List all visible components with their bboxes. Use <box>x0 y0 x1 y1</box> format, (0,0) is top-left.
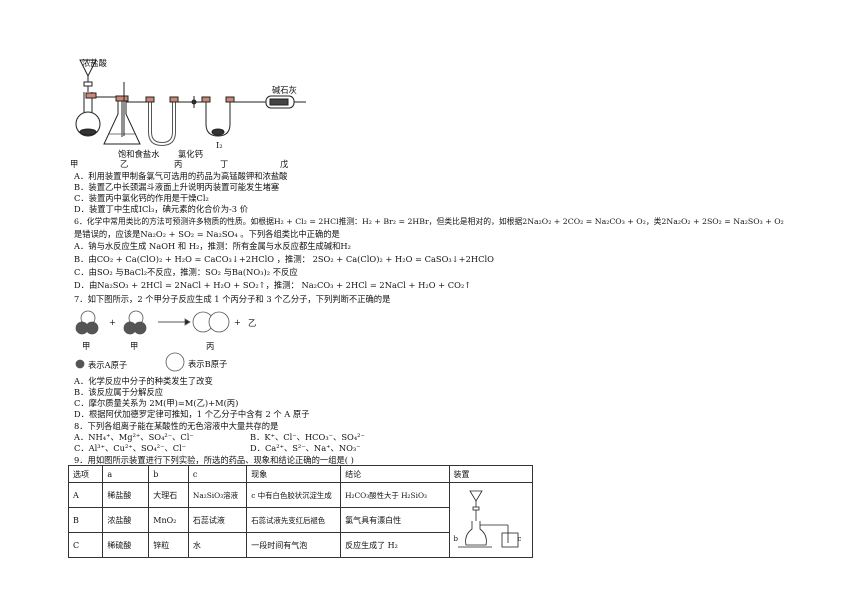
cell-option: B <box>67 507 104 533</box>
q7-stem: 7．如下图所示，2 个甲分子反应生成 1 个丙分子和 3 个乙分子，下列判断不正… <box>74 294 391 304</box>
q5-option-a: A．利用装置甲制备氯气可选用的药品为高锰酸钾和浓盐酸 <box>74 171 288 181</box>
cell-a: 稀硫酸 <box>102 532 150 558</box>
q7-label-yi: 乙 <box>248 318 257 328</box>
cell-phenomenon: c 中有白色胶状沉淀生成 <box>246 482 342 508</box>
table-row: B 浓盐酸 MnO₂ 石蕊试液 石蕊试液先变红后褪色 氯气具有漂白性 <box>67 507 533 533</box>
legend-a-atom <box>75 359 85 369</box>
label-jia: 甲 <box>70 159 79 169</box>
table-header-row: 选项 a b c 现象 结论 装置 <box>67 465 534 483</box>
q7-label-bing: 丙 <box>206 341 215 351</box>
cell-a: 稀盐酸 <box>102 482 150 508</box>
cell-option: A <box>67 482 104 508</box>
q8-option-b: B．K⁺、Cl⁻、HCO₃⁻、SO₄²⁻ <box>250 432 365 442</box>
label-sat-nacl: 饱和食盐水 <box>118 149 160 159</box>
q6-option-c: C．由SO₂ 与BaCl₂不反应，推测：SO₂ 与Ba(NO₃)₂ 不反应 <box>74 267 298 277</box>
cell-c: 水 <box>187 532 248 558</box>
q9-stem: 9．用如图所示装置进行下列实验，所选的药品、现象和结论正确的一组是( ) <box>74 455 354 465</box>
label-yi: 乙 <box>120 159 129 169</box>
cell-c: Na₂SiO₃溶液 <box>187 482 248 508</box>
device-cell: b c <box>448 482 534 558</box>
apparatus-drawing <box>75 59 306 147</box>
bing-b-atom <box>208 311 230 333</box>
q7-option-b: B．该反应属于分解反应 <box>74 387 164 397</box>
label-soda-lime: 碱石灰 <box>272 85 297 95</box>
header-c: c <box>187 465 248 483</box>
q6-option-a: A．钠与水反应生成 NaOH 和 H₂，推测：所有金属与水反应都生成碱和H₂ <box>74 241 351 251</box>
q6-option-d: D．由Na₂SO₃ + 2HCl = 2NaCl + H₂O + SO₂↑，推测… <box>74 280 472 290</box>
q7-legend-a: 表示A原子 <box>88 360 128 370</box>
q6-option-b: B．由CO₂ + Ca(ClO)₂ + H₂O = CaCO₃↓+2HClO ，… <box>74 254 494 264</box>
q7-molecule-diagram: + + 乙 甲 甲 丙 表示A原子 表示B原子 <box>72 304 262 374</box>
q7-label-jia-2: 甲 <box>130 341 139 351</box>
cell-b: MnO₂ <box>148 507 189 533</box>
label-i2: I₂ <box>216 140 223 150</box>
label-cacl2: 氯化钙 <box>178 149 203 159</box>
header-conclusion: 结论 <box>340 465 450 483</box>
q7-option-a: A．化学反应中分子的种类发生了改变 <box>74 376 213 386</box>
label-hcl: 浓盐酸 <box>82 58 107 68</box>
cell-c: 石蕊试液 <box>187 507 248 533</box>
device-label-b: b <box>453 535 459 543</box>
header-phenomenon: 现象 <box>246 465 342 483</box>
q5-option-b: B．装置乙中长颈漏斗液面上升说明丙装置可能发生堵塞 <box>74 182 280 192</box>
cell-conclusion: H₂CO₃酸性大于 H₂SiO₃ <box>340 482 450 508</box>
cell-b: 大理石 <box>148 482 189 508</box>
table-row: C 稀硫酸 锌粒 水 一段时间有气泡 反应生成了 H₂ <box>67 532 533 558</box>
cell-phenomenon: 石蕊试液先变红后褪色 <box>246 507 342 533</box>
table-row: A 稀盐酸 大理石 Na₂SiO₃溶液 c 中有白色胶状沉淀生成 H₂CO₃酸性… <box>67 482 534 558</box>
q8-stem: 8．下列各组离子能在某酸性的无色溶液中大量共存的是 <box>74 421 279 431</box>
cell-b: 锌粒 <box>148 532 189 558</box>
apparatus-figure: 浓盐酸 饱和食盐水 氯化钙 I₂ 碱石灰 甲 乙 丙 丁 戊 <box>66 52 336 170</box>
jia1-a-atom <box>85 321 99 335</box>
q7-legend-b: 表示B原子 <box>188 359 228 369</box>
q6-stem-line2: 是错误的，应该是Na₂O₂ + SO₂ = Na₂SO₄ 。下列各组类比中正确的… <box>74 229 340 239</box>
q9-table: 选项 a b c 现象 结论 装置 A 稀盐酸 大理石 Na₂SiO₃溶液 c … <box>67 465 534 558</box>
flask-yi <box>103 100 141 145</box>
header-a: a <box>102 465 150 483</box>
header-option: 选项 <box>67 465 104 483</box>
u-tube-ding <box>205 102 231 137</box>
q7-plus-2: + <box>234 317 241 327</box>
q6-stem-line1: 6．化学中常用类比的方法可预测许多物质的性质。如根据H₂ + Cl₂ = 2HC… <box>74 217 784 226</box>
label-wu: 戊 <box>280 159 289 169</box>
jia2-a-atom <box>133 321 147 335</box>
cell-conclusion: 氯气具有漂白性 <box>340 507 450 533</box>
legend-b-atom <box>165 352 185 372</box>
cell-option: C <box>67 532 104 558</box>
device-drawing <box>457 490 519 548</box>
q8-option-c: C．Al³⁺、Cu²⁺、SO₄²⁻、Cl⁻ <box>74 443 187 453</box>
q7-plus-1: + <box>109 317 116 327</box>
cell-phenomenon: 一段时间有气泡 <box>246 532 342 558</box>
q8-option-d: D．Ca²⁺、S²⁻、Na⁺、NO₃⁻ <box>250 443 361 453</box>
q7-option-c: C．摩尔质量关系为 2M(甲)=M(乙)+M(丙) <box>74 398 239 408</box>
cell-a: 浓盐酸 <box>102 507 150 533</box>
u-tube-bing <box>148 102 176 147</box>
q8-option-a: A．NH₄⁺、Mg²⁺、SO₄²⁻、Cl⁻ <box>74 432 194 442</box>
cell-conclusion: 反应生成了 H₂ <box>340 532 450 558</box>
label-bing: 丙 <box>174 159 183 169</box>
label-ding: 丁 <box>220 159 229 169</box>
q5-option-c: C．装置丙中氯化钙的作用是干燥Cl₂ <box>74 193 209 203</box>
flask-jia <box>75 111 101 137</box>
q7-option-d: D．根据阿伏加德罗定律可推知，1 个乙分子中含有 2 个 A 原子 <box>74 409 310 419</box>
q7-label-jia-1: 甲 <box>82 341 91 351</box>
header-b: b <box>148 465 189 483</box>
device-label-c: c <box>517 535 522 543</box>
header-device: 装置 <box>448 465 534 483</box>
q5-option-d: D．装置丁中生成ICl₃，碘元素的化合价为-3 价 <box>74 204 249 214</box>
